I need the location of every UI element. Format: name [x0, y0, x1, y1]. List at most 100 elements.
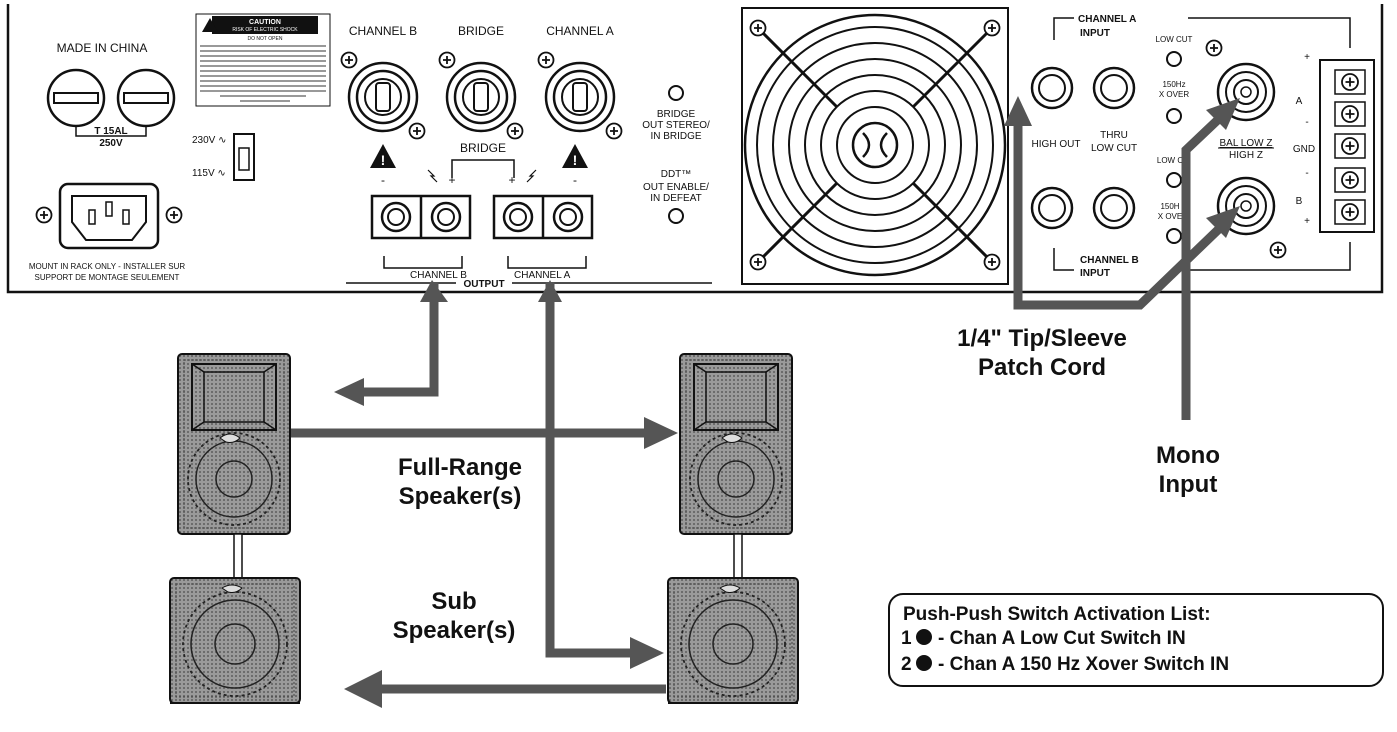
term-a-label: A — [1296, 96, 1303, 107]
mono-input-label-1: Mono — [1156, 442, 1220, 469]
bridge-mode-switch[interactable] — [668, 85, 684, 101]
xover-switch-b[interactable] — [1166, 228, 1182, 244]
xover-label-b-1: 150H — [1160, 202, 1179, 211]
speakon-channel-b-jack[interactable] — [340, 51, 426, 140]
switch-list-item-1-text: - Chan A Low Cut Switch IN — [938, 628, 1186, 649]
lightning-icon — [427, 169, 537, 183]
warning-icon: ! — [370, 144, 396, 168]
gnd-label: GND — [1293, 144, 1315, 155]
low-cut-switch-b[interactable] — [1166, 172, 1182, 188]
xover-switch-a[interactable] — [1166, 108, 1182, 124]
binding-posts-channel-b[interactable] — [370, 194, 472, 240]
bal-low-z-label: BAL LOW Z — [1220, 138, 1273, 149]
voltage-selector-switch[interactable] — [233, 133, 255, 181]
full-range-speaker-left — [177, 353, 291, 535]
bridge-label: BRIDGE — [460, 141, 506, 155]
signal-arrows — [290, 110, 1228, 694]
speakon-bridge-jack[interactable] — [438, 51, 524, 140]
xover-label-b-2: X OVE — [1158, 212, 1182, 221]
arrow-ch-b-to-full-range — [362, 282, 439, 397]
channel-b-high-out-jack[interactable] — [1030, 186, 1074, 230]
iec-power-inlet[interactable] — [58, 182, 160, 250]
switch-activation-list: Push-Push Switch Activation List: 1 - Ch… — [888, 593, 1384, 687]
switch-list-item-1-num: 1 — [901, 628, 912, 649]
bridge-switch-label-3: IN BRIDGE — [650, 131, 701, 142]
caution-sub: RISK OF ELECTRIC SHOCK — [232, 27, 298, 33]
warning-icon: ! — [562, 144, 588, 168]
mono-input-arrow — [1181, 110, 1228, 420]
arrow-ch-a-to-sub — [545, 282, 630, 658]
sub-speaker-left — [169, 577, 301, 704]
rear-panel: MADE IN CHINA T 15AL 250V CAUTION RISK O… — [6, 4, 1384, 294]
ch-b-minus: - — [381, 173, 385, 187]
svg-text:!: ! — [573, 152, 578, 168]
full-range-label-2: Speaker(s) — [399, 483, 522, 510]
ch-a-minus: - — [573, 173, 577, 187]
channel-b-input-label-2: INPUT — [1080, 268, 1110, 279]
speakon-bridge-label: BRIDGE — [458, 24, 504, 38]
high-out-label: HIGH OUT — [1032, 139, 1081, 150]
speakon-channel-a-label: CHANNEL A — [546, 24, 614, 38]
out-channel-a-label: CHANNEL A — [514, 270, 571, 281]
full-range-speaker-right — [679, 353, 793, 535]
thru-label-1: THRU — [1100, 130, 1128, 141]
fuse-rating-1: T 15AL — [94, 126, 127, 137]
ddt-switch[interactable] — [668, 208, 684, 224]
cooling-fan — [741, 7, 1009, 285]
term-b-plus: + — [1304, 216, 1310, 227]
mount-note-1: MOUNT IN RACK ONLY - INSTALLER SUR — [29, 262, 186, 271]
term-a-plus: + — [1304, 52, 1310, 63]
inlet-screw-left — [35, 206, 53, 224]
channel-a-high-out-jack[interactable] — [1030, 66, 1074, 110]
made-in-label: MADE IN CHINA — [57, 41, 148, 55]
voltage-115-label: 115V ∿ — [192, 168, 226, 179]
channel-a-input-label-2: INPUT — [1080, 28, 1110, 39]
terminal-strip[interactable] — [1319, 59, 1375, 233]
sub-label-2: Speaker(s) — [393, 617, 516, 644]
term-a-minus: - — [1305, 117, 1308, 128]
fuse-holder-2 — [116, 68, 176, 128]
bullet-icon — [916, 655, 932, 671]
speakon-channel-a-jack[interactable] — [537, 51, 623, 140]
bridge-plus-b: + — [448, 173, 455, 187]
ddt-label-1: DDT™ — [661, 169, 692, 180]
output-label: OUTPUT — [463, 279, 504, 290]
term-b-minus: - — [1305, 168, 1308, 179]
bullet-icon — [916, 629, 932, 645]
thru-label-2: LOW CUT — [1091, 143, 1137, 154]
speakon-channel-b-label: CHANNEL B — [349, 24, 417, 38]
patch-cord-label-2: Patch Cord — [978, 354, 1106, 381]
bridge-switch-label-1: BRIDGE — [657, 109, 696, 120]
sub-speaker-right — [667, 577, 799, 704]
arrowheads — [334, 96, 1240, 708]
caution-label: CAUTION RISK OF ELECTRIC SHOCK DO NOT OP… — [195, 13, 331, 107]
low-cut-label-a: LOW CUT — [1156, 35, 1193, 44]
low-cut-switch-a[interactable] — [1166, 51, 1182, 67]
mono-input-label-2: Input — [1159, 471, 1218, 498]
fuse-holder-1 — [46, 68, 106, 128]
bridge-switch-label-2: OUT STEREO/ — [642, 120, 710, 131]
binding-posts-channel-a[interactable] — [492, 194, 594, 240]
fuse-rating-2: 250V — [99, 138, 123, 149]
switch-list-item-2-text: - Chan A 150 Hz Xover Switch IN — [938, 654, 1229, 675]
speaker-pole — [233, 533, 743, 579]
voltage-230-label: 230V ∿ — [192, 135, 227, 146]
patch-cord-label-1: 1/4" Tip/Sleeve — [957, 325, 1127, 352]
out-channel-b-label: CHANNEL B — [410, 270, 467, 281]
sub-label-1: Sub — [431, 588, 476, 615]
caution-title: CAUTION — [249, 19, 281, 26]
channel-b-thru-jack[interactable] — [1092, 186, 1136, 230]
ddt-label-2: OUT ENABLE/ — [643, 182, 709, 193]
caution-sub2: DO NOT OPEN — [248, 36, 283, 42]
xover-label-a-1: 150Hz — [1162, 80, 1185, 89]
inlet-screw-right — [165, 206, 183, 224]
mount-note-2: SUPPORT DE MONTAGE SEULEMENT — [35, 273, 180, 282]
switch-list-title: Push-Push Switch Activation List: — [903, 604, 1211, 625]
ddt-label-3: IN DEFEAT — [650, 193, 701, 204]
patch-cord-arrow — [1013, 122, 1226, 310]
low-cut-label-b: LOW C — [1157, 156, 1183, 165]
channel-a-thru-jack[interactable] — [1092, 66, 1136, 110]
bridge-plus-a: + — [508, 173, 515, 187]
high-z-label: HIGH Z — [1229, 150, 1263, 161]
